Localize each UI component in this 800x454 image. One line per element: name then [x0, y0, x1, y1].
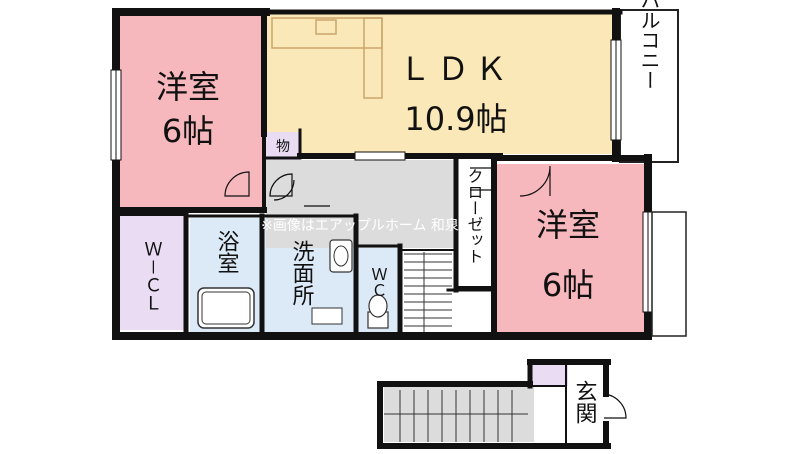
- western-room-left: [120, 14, 264, 208]
- ldk-name: ＬＤＫ: [399, 50, 513, 88]
- western-room-right-name: 洋室: [536, 206, 600, 244]
- closet-label: クローゼット: [465, 168, 484, 264]
- balcony: [619, 9, 679, 163]
- wc-label: ＷＣ: [369, 266, 388, 298]
- entrance-label: 玄関: [572, 380, 597, 424]
- closet: [458, 162, 492, 284]
- bath-label: 浴室: [214, 230, 240, 274]
- hallway-strip: [354, 218, 456, 246]
- western-room-right: [494, 164, 644, 332]
- windows: [110, 39, 654, 313]
- watermark: ※画像はエアップルホーム 和泉: [261, 217, 459, 234]
- western-room-left-size: 6帖: [162, 112, 214, 150]
- storage-label: 物: [276, 139, 290, 155]
- western-room-left-name: 洋室: [156, 68, 220, 106]
- bathtub-icon: [197, 287, 255, 329]
- kitchen-counter: [271, 17, 383, 99]
- balcony-label: バルコニー: [637, 0, 661, 90]
- western-room-right-size: 6帖: [542, 266, 594, 304]
- ldk-room: [264, 14, 614, 154]
- washroom-label: 洗面所: [289, 240, 315, 306]
- wcl-label: Ｗ－ＣＬ: [142, 240, 163, 312]
- storage-room: [266, 132, 300, 160]
- washbasin-icon: [329, 239, 353, 273]
- stairs: [404, 252, 452, 332]
- ldk-size: 10.9帖: [404, 100, 507, 138]
- wcl-room: [120, 216, 184, 330]
- balcony-right: [651, 211, 687, 337]
- entrance-block: [377, 359, 611, 449]
- toilet-icon: [367, 294, 389, 329]
